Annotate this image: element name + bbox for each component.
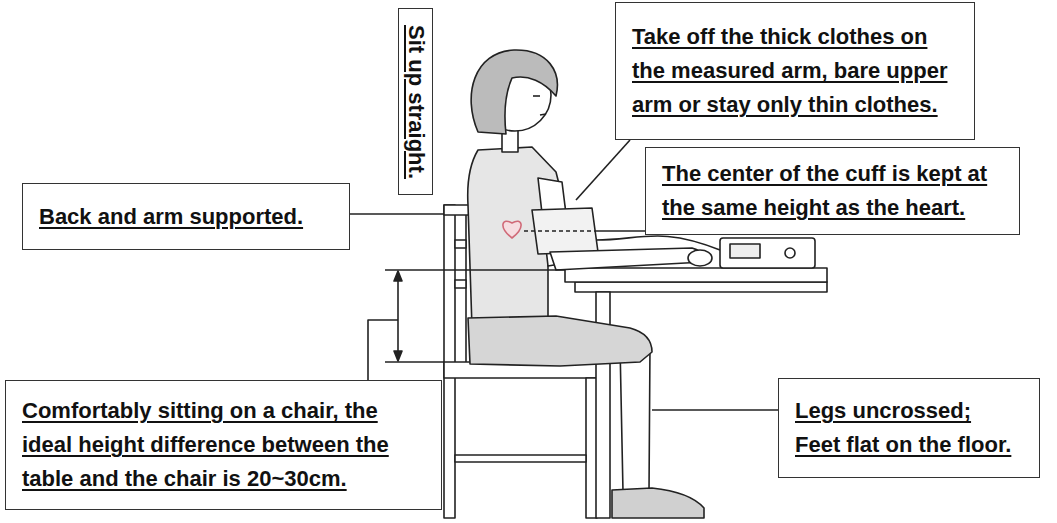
hand [688, 250, 712, 266]
monitor-screen [730, 244, 760, 258]
callout-box: Take off the thick clothes on the measur… [615, 2, 975, 140]
callout-text: Back and arm supported. [39, 200, 333, 234]
leader-line [598, 230, 645, 232]
chair-stretcher [455, 455, 586, 462]
monitor-button [785, 248, 795, 258]
callout-text: The center of the cuff is kept at the sa… [662, 157, 1003, 225]
leader-line [652, 409, 778, 411]
dimension-tick [385, 361, 444, 363]
callout-box: Back and arm supported. [22, 183, 350, 250]
leader-line [368, 320, 398, 380]
monitor [720, 238, 815, 268]
hair [471, 50, 557, 134]
forearm [550, 248, 704, 270]
leader-line [576, 140, 630, 200]
mouth [540, 114, 546, 115]
callout-box: The center of the cuff is kept at the sa… [645, 147, 1020, 235]
callout-box: Comfortably sitting on a chair, the idea… [5, 380, 442, 510]
callout-text: Take off the thick clothes on the measur… [632, 20, 958, 122]
eye [533, 95, 540, 97]
dimension-arrow [394, 271, 402, 281]
leader-line [350, 213, 444, 215]
chair-slat [455, 280, 466, 288]
heart-symbol [503, 221, 521, 238]
callout-text: Comfortably sitting on a chair, the idea… [22, 394, 425, 496]
cuff-tube [596, 236, 720, 250]
table-apron [575, 282, 827, 292]
shorts [468, 316, 652, 366]
dimension-line [397, 280, 399, 352]
shin [620, 345, 650, 492]
heart-level-line [524, 230, 598, 232]
table-top [565, 268, 827, 282]
callout-text: Sit up straight. [403, 25, 429, 179]
callout-box: Legs uncrossed; Feet flat on the floor. [778, 378, 1040, 478]
vertical-callout-box: Sit up straight. [398, 8, 433, 195]
callout-text: Legs uncrossed; Feet flat on the floor. [795, 394, 1017, 462]
chair-slat [455, 240, 466, 248]
dimension-tick [385, 269, 565, 271]
dimension-arrow [394, 351, 402, 361]
slipper [612, 488, 704, 518]
